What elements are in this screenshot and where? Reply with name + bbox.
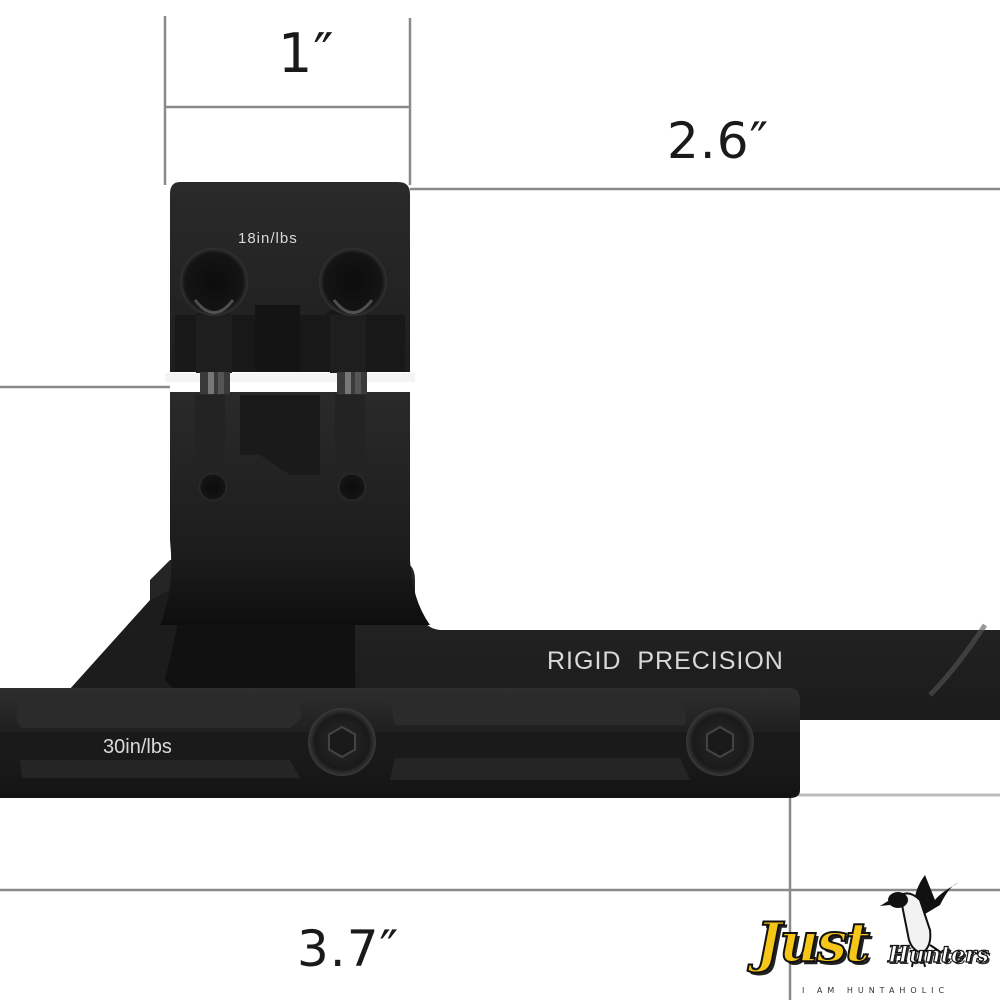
logo-brand-primary: Just [755,909,871,975]
arm-highlight [928,623,988,697]
base-clamp [0,688,800,798]
flying-duck-icon [880,875,958,968]
ring-screw-left [200,372,230,394]
ring-torque-label: 18in/lbs [238,230,298,247]
base-lower-recess [20,760,300,778]
ring-cap [170,182,410,373]
offset-label: 2.6″ [667,112,770,170]
arm-recess [165,605,355,690]
hex-socket-right-icon [706,725,734,759]
lower-ring [160,392,430,625]
cap-bolt-hole-left [180,248,248,316]
brand-engraving: RIGID PRECISION [547,647,784,675]
logo-tagline: I AM HUNTAHOLIC [802,986,950,995]
ring-width-label: 1″ [278,22,335,85]
ring-gap [165,372,415,394]
base-torque-label: 30in/lbs [103,736,172,758]
ring-screw-right [337,372,367,394]
watermark-logo: Just Hunters I AM HUNTAHOLIC [752,872,1000,1000]
lower-screw-hole-right [338,473,366,501]
hex-socket-left-icon [328,725,356,759]
lower-screw-hole-left [199,473,227,501]
logo-brand-secondary: Hunters [887,941,989,968]
cap-bolt-hole-right [319,248,387,316]
base-length-label: 3.7″ [297,920,400,978]
base-upper-recess [16,700,302,728]
dimension-lines [0,16,1000,1000]
